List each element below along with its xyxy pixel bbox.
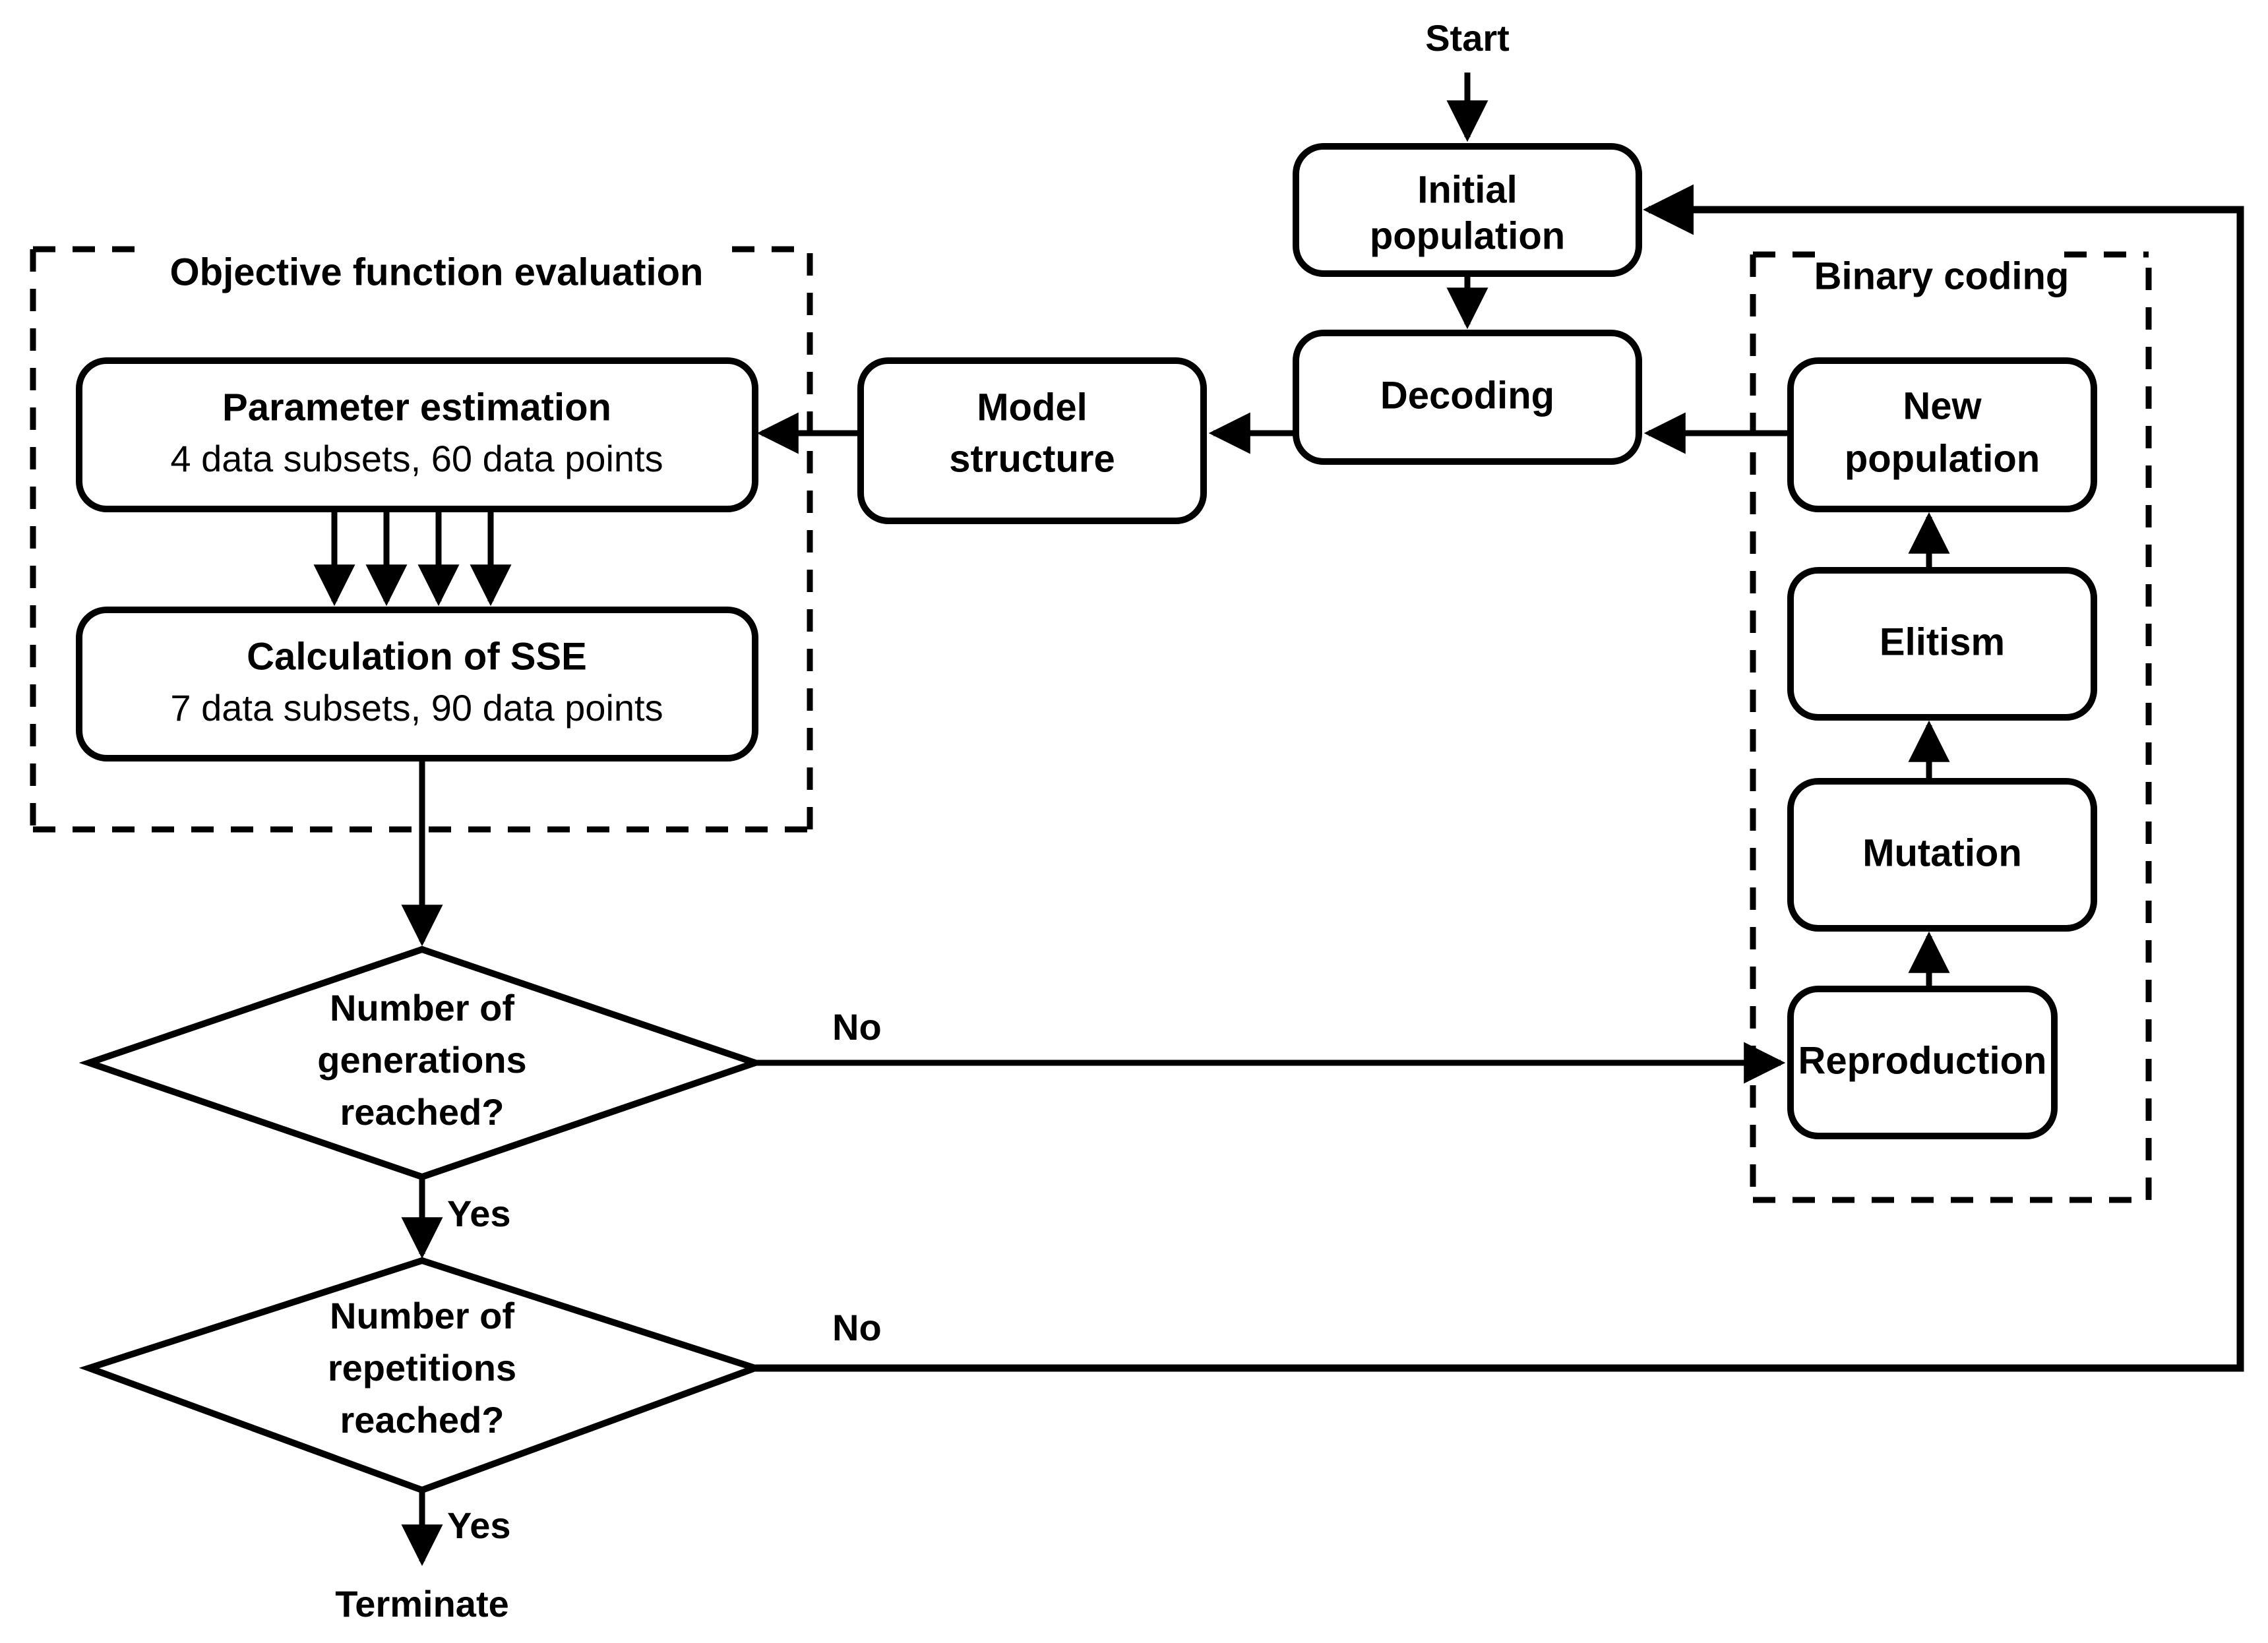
- edge-label-no-generations: No: [832, 1006, 882, 1048]
- node-model-structure-label-line1: Model: [977, 386, 1088, 429]
- node-initial-population-label-line1: Initial: [1417, 168, 1517, 211]
- node-mutation[interactable]: Mutation: [1787, 778, 2097, 932]
- node-new-population-label-line1: New: [1903, 384, 1982, 427]
- node-decoding[interactable]: Decoding: [1293, 330, 1642, 465]
- node-new-population[interactable]: New population: [1787, 357, 2097, 512]
- node-model-structure-label-line2: structure: [949, 437, 1115, 480]
- group-binary-coding: [1750, 251, 2152, 1203]
- terminate-label: Terminate: [335, 1583, 508, 1625]
- edge-label-yes-generations: Yes: [447, 1193, 511, 1234]
- group-objective-function-evaluation: [30, 246, 813, 833]
- node-calculation-of-sse-detail: 7 data subsets, 90 data points: [170, 687, 663, 729]
- decision-generations-label-line3: reached?: [340, 1091, 505, 1133]
- start-label: Start: [1425, 17, 1510, 59]
- node-reproduction-label: Reproduction: [1798, 1039, 2047, 1082]
- node-parameter-estimation[interactable]: Parameter estimation 4 data subsets, 60 …: [76, 357, 758, 512]
- group-binary-title: Binary coding: [1814, 254, 2069, 297]
- decision-repetitions-label-line2: repetitions: [328, 1347, 516, 1389]
- group-objective-title: Objective function evaluation: [170, 251, 704, 293]
- edge-label-yes-repetitions: Yes: [447, 1505, 511, 1546]
- decision-generations-label-line2: generations: [317, 1039, 526, 1081]
- edge-repetitions-no-to-initial-population: [755, 184, 2244, 1372]
- node-calculation-of-sse-title: Calculation of SSE: [247, 635, 587, 678]
- decision-repetitions-reached[interactable]: Number of repetitions reached?: [78, 1257, 766, 1494]
- decision-repetitions-label-line3: reached?: [340, 1399, 505, 1441]
- node-calculation-of-sse[interactable]: Calculation of SSE 7 data subsets, 90 da…: [76, 607, 758, 762]
- node-parameter-estimation-title: Parameter estimation: [222, 386, 611, 429]
- node-reproduction[interactable]: Reproduction: [1787, 986, 2058, 1139]
- node-model-structure[interactable]: Model structure: [857, 357, 1207, 524]
- decision-generations-label-line1: Number of: [330, 987, 514, 1029]
- node-mutation-label: Mutation: [1862, 831, 2022, 874]
- node-initial-population-label-line2: population: [1370, 214, 1565, 257]
- decision-generations-reached[interactable]: Number of generations reached?: [78, 945, 766, 1181]
- decision-repetitions-label-line1: Number of: [330, 1295, 514, 1336]
- edge-label-no-repetitions: No: [832, 1307, 882, 1348]
- node-parameter-estimation-detail: 4 data subsets, 60 data points: [170, 438, 663, 479]
- node-initial-population[interactable]: Initial population: [1293, 143, 1642, 277]
- node-elitism[interactable]: Elitism: [1787, 567, 2097, 721]
- node-decoding-label: Decoding: [1380, 374, 1554, 417]
- node-elitism-label: Elitism: [1880, 620, 2005, 663]
- node-new-population-label-line2: population: [1845, 437, 2040, 480]
